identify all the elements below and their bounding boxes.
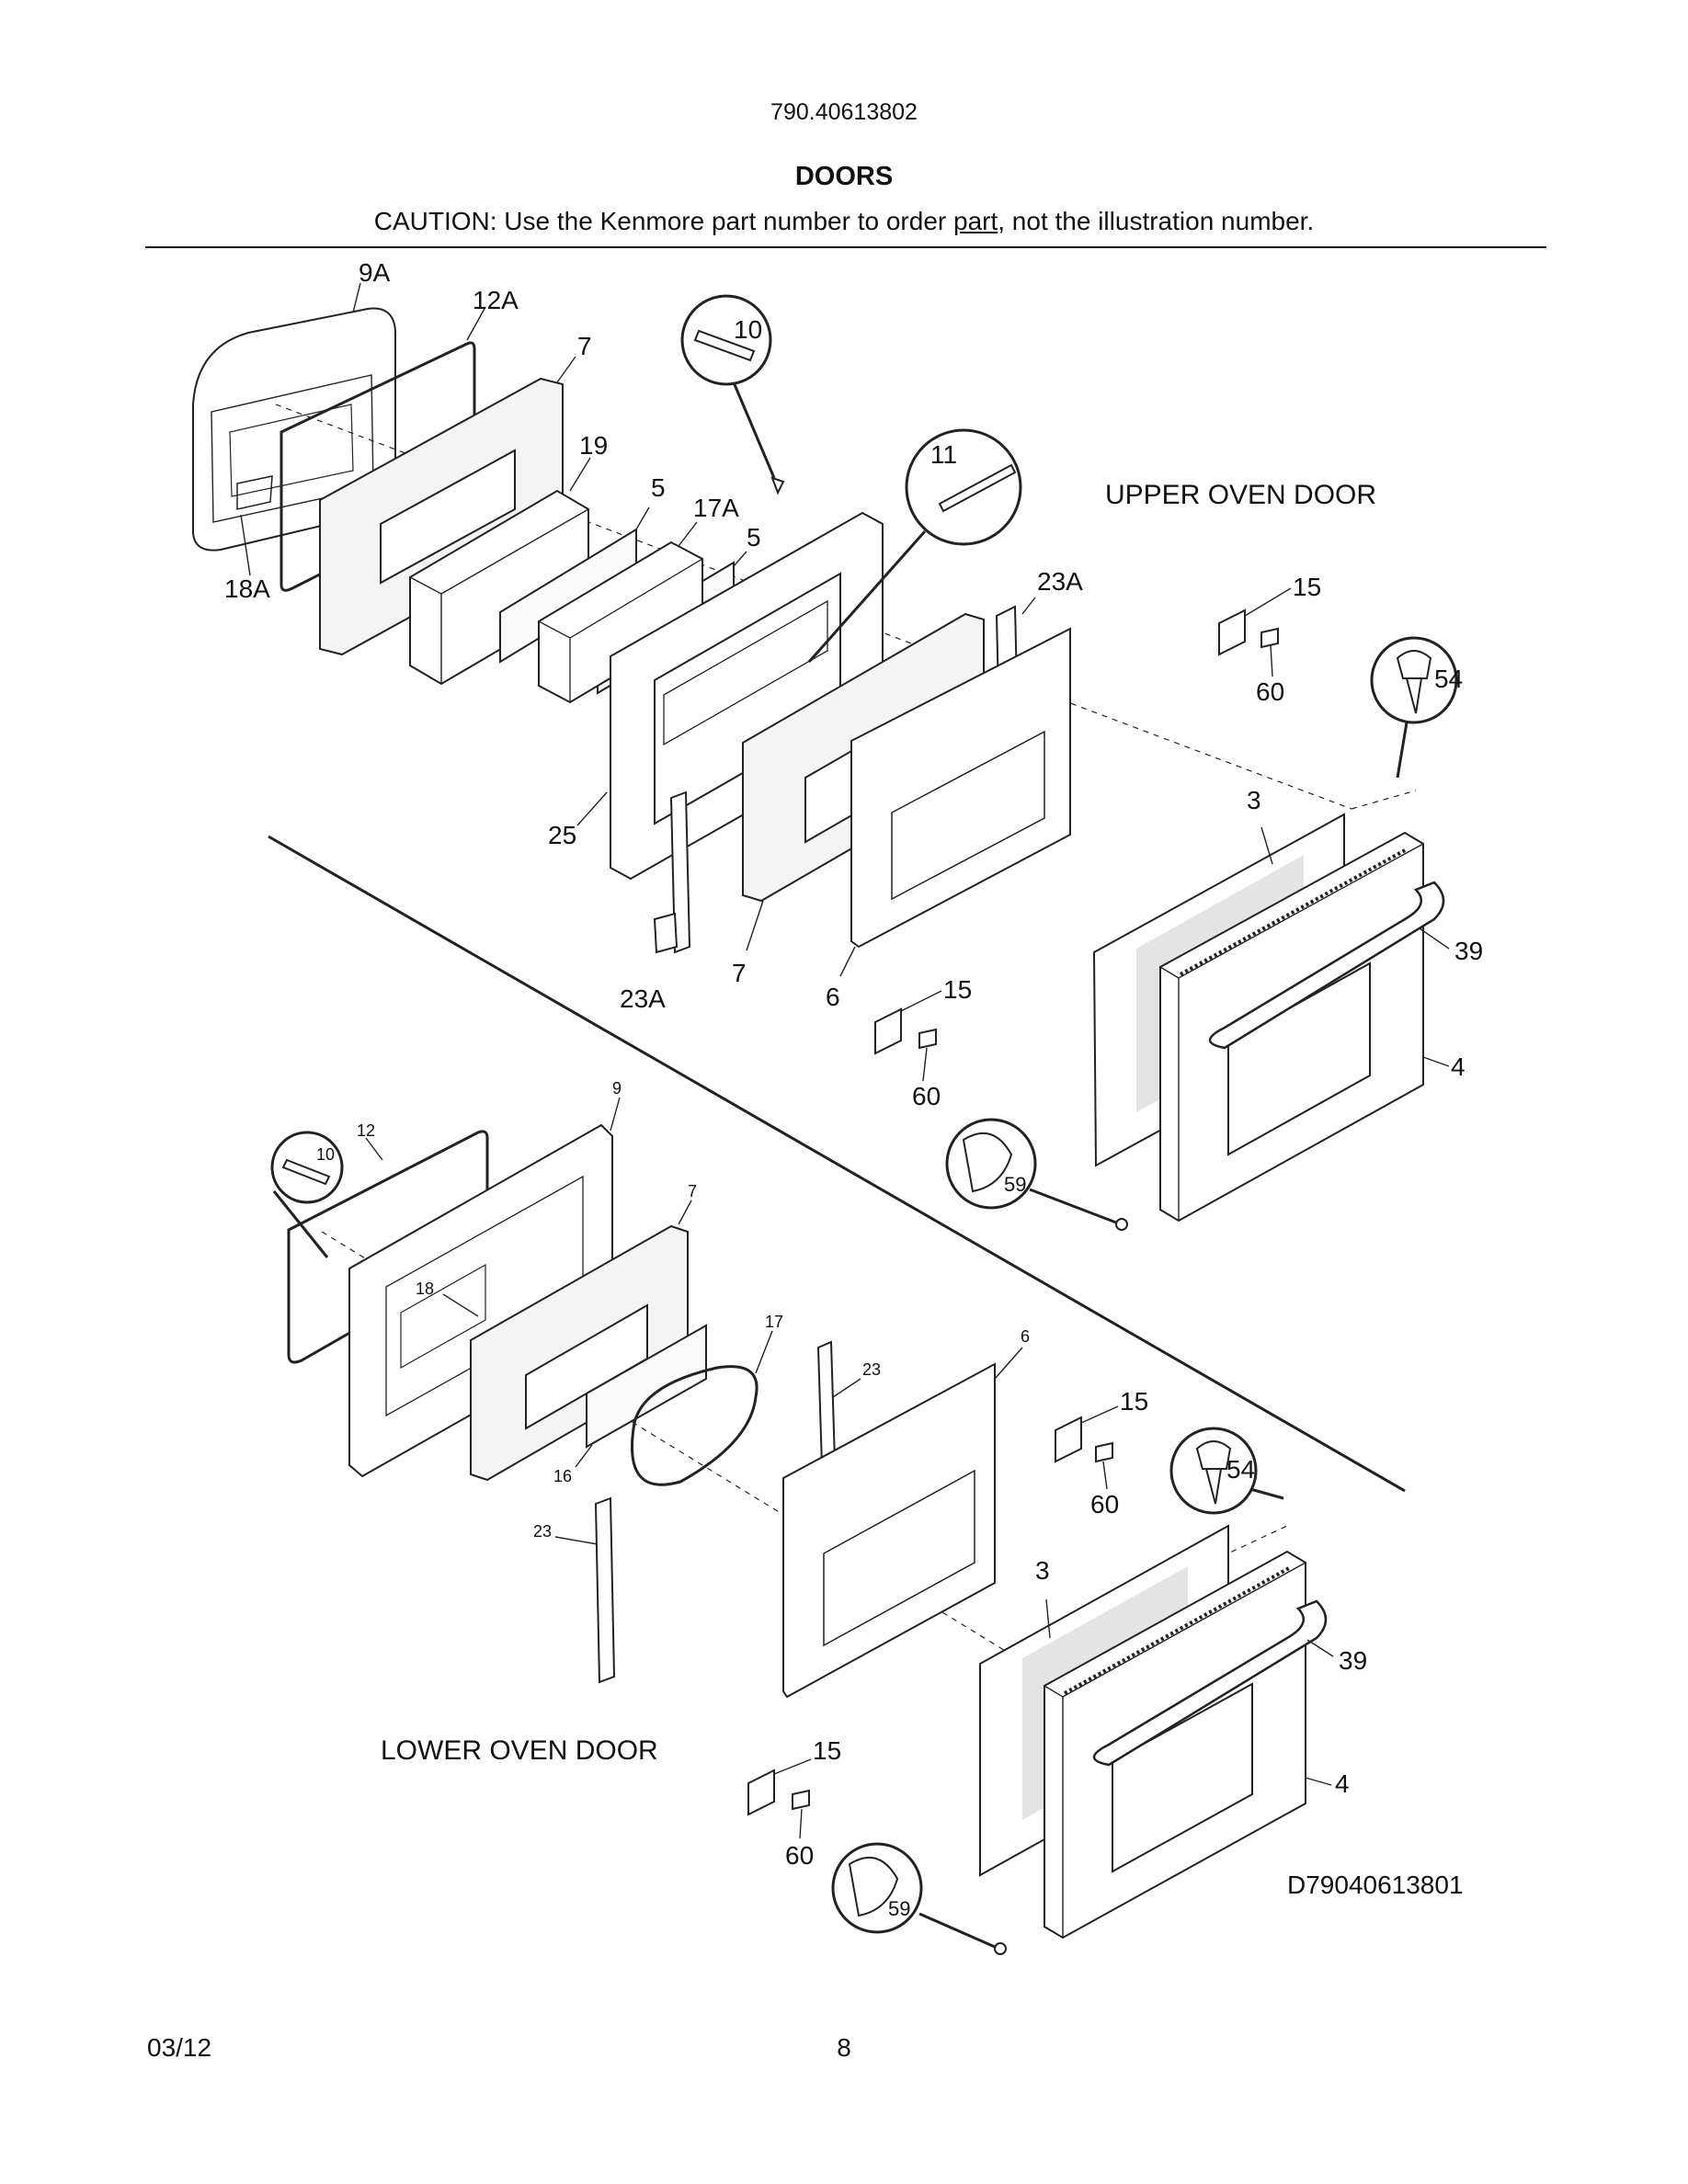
- callout-15-lower-a: 15: [1120, 1387, 1148, 1416]
- callout-4-upper: 4: [1451, 1052, 1466, 1081]
- labels-upper: 9A 12A 7 19 5 17A 5 18A 25 23A 7 6 23A 1…: [224, 258, 1483, 1196]
- callout-15-upper: 15: [1293, 573, 1321, 601]
- page-title: DOORS: [794, 162, 894, 191]
- caution-suffix: , not the illustration number.: [998, 207, 1315, 235]
- callout-17A: 17A: [693, 494, 739, 522]
- part-bracket-15-mid: [874, 1007, 902, 1055]
- bubble-59-upper: [945, 1118, 1128, 1231]
- callout-19: 19: [579, 431, 608, 460]
- callout-5a: 5: [651, 473, 666, 502]
- callout-23A-right: 23A: [1037, 567, 1083, 596]
- callout-23-upper: 23: [862, 1360, 881, 1379]
- bubble-label-11: 11: [930, 440, 957, 469]
- bubble-59-lower: [831, 1842, 1007, 1955]
- caution-link: part: [953, 207, 998, 235]
- callout-15-lower-b: 15: [813, 1736, 841, 1765]
- callout-60-upper: 60: [1256, 677, 1284, 706]
- callout-23-lower: 23: [533, 1522, 552, 1541]
- part-bracket-18A: [236, 475, 273, 510]
- part-outer-door-4-lower: [1044, 1550, 1306, 1939]
- part-spacer-17: [631, 1365, 758, 1486]
- bubble-label-10-lower: 10: [316, 1145, 335, 1164]
- callout-4-lower: 4: [1335, 1769, 1350, 1798]
- callout-39-lower: 39: [1339, 1646, 1367, 1675]
- part-outer-door-4-upper: [1159, 831, 1424, 1223]
- drawing-id: D79040613801: [1287, 1871, 1464, 1899]
- callout-12: 12: [357, 1121, 375, 1140]
- page-number: 8: [837, 2033, 851, 2062]
- part-handle-39-upper: [1208, 881, 1445, 1050]
- leaders-upper: [240, 282, 1450, 1082]
- callout-25: 25: [548, 821, 576, 849]
- labels-lower: 9 12 7 18 17 16 23 6 23 15 60 3 39 4 15 …: [316, 1079, 1367, 1920]
- bubble-label-59: 59: [1004, 1173, 1026, 1196]
- callout-23A-left: 23A: [620, 984, 666, 1013]
- part-handle-39-lower: [1092, 1599, 1328, 1767]
- upper-door-assembly: 9A 12A 7 19 5 17A 5 18A 25 23A 7 6 23A 1…: [192, 258, 1483, 1231]
- section-label-upper: UPPER OVEN DOOR: [1105, 480, 1376, 510]
- caution-note: CAUTION: Use the Kenmore part number to …: [0, 207, 1688, 236]
- callout-7b: 7: [732, 959, 747, 987]
- callout-15-mid: 15: [943, 975, 972, 1004]
- header-rule: [145, 246, 1546, 248]
- callout-12A: 12A: [473, 286, 519, 314]
- part-bumper-60-lower-a: [1095, 1441, 1113, 1463]
- callout-9A: 9A: [359, 258, 391, 287]
- footer-date: 03/12: [147, 2033, 212, 2062]
- part-hinge-23-upper: [816, 1340, 837, 1469]
- part-inner-panel-6: [850, 627, 1071, 949]
- bubble-11-upper: [807, 428, 1022, 663]
- callout-60-lower-a: 60: [1090, 1490, 1119, 1519]
- callout-18: 18: [416, 1280, 434, 1298]
- part-inner-panel-6-lower: [782, 1362, 996, 1699]
- callout-18A: 18A: [224, 574, 270, 603]
- callout-16: 16: [553, 1467, 572, 1485]
- part-hinge-23-lower: [594, 1496, 616, 1684]
- callout-60-lower-b: 60: [785, 1841, 814, 1870]
- part-bracket-15-lower-a: [1055, 1416, 1082, 1463]
- callout-60-mid: 60: [912, 1082, 941, 1110]
- callout-3-upper: 3: [1247, 786, 1261, 814]
- bubble-10-lower: [270, 1131, 344, 1258]
- leaders-lower: [365, 1097, 1334, 1839]
- part-glass-16: [586, 1324, 707, 1449]
- bubble-label-54-lower: 54: [1226, 1455, 1255, 1484]
- part-bumper-60-lower-b: [792, 1789, 810, 1811]
- part-bracket-15-upper: [1218, 609, 1246, 656]
- callout-7: 7: [577, 332, 592, 360]
- callout-17: 17: [765, 1313, 783, 1331]
- section-label-lower: LOWER OVEN DOOR: [381, 1735, 658, 1766]
- bubble-label-59-lower: 59: [888, 1897, 910, 1920]
- callout-3-lower: 3: [1035, 1556, 1050, 1585]
- callout-9: 9: [612, 1079, 622, 1098]
- caution-prefix: CAUTION: Use the Kenmore part number to …: [373, 207, 953, 235]
- bubble-10-upper: [680, 294, 785, 495]
- section-divider: [268, 835, 1406, 1493]
- callout-39-upper: 39: [1454, 937, 1483, 965]
- callout-6-lower: 6: [1021, 1327, 1030, 1346]
- part-bumper-60-mid: [918, 1028, 937, 1050]
- callout-6: 6: [826, 983, 840, 1011]
- bubble-54-lower: [1169, 1427, 1284, 1515]
- lower-door-assembly: 9 12 7 18 17 16 23 6 23 15 60 3 39 4 15 …: [270, 1079, 1367, 1955]
- bubble-54-upper: [1370, 636, 1458, 779]
- part-bracket-15-lower-b: [747, 1769, 775, 1816]
- bubble-label-54: 54: [1434, 665, 1463, 693]
- part-hinge-23A-left: [653, 791, 691, 954]
- model-number: 790.40613802: [770, 99, 918, 125]
- part-bumper-60-upper: [1260, 627, 1279, 649]
- callout-7-lower: 7: [688, 1182, 697, 1200]
- bubble-label-10: 10: [734, 315, 762, 344]
- callout-5b: 5: [747, 523, 761, 552]
